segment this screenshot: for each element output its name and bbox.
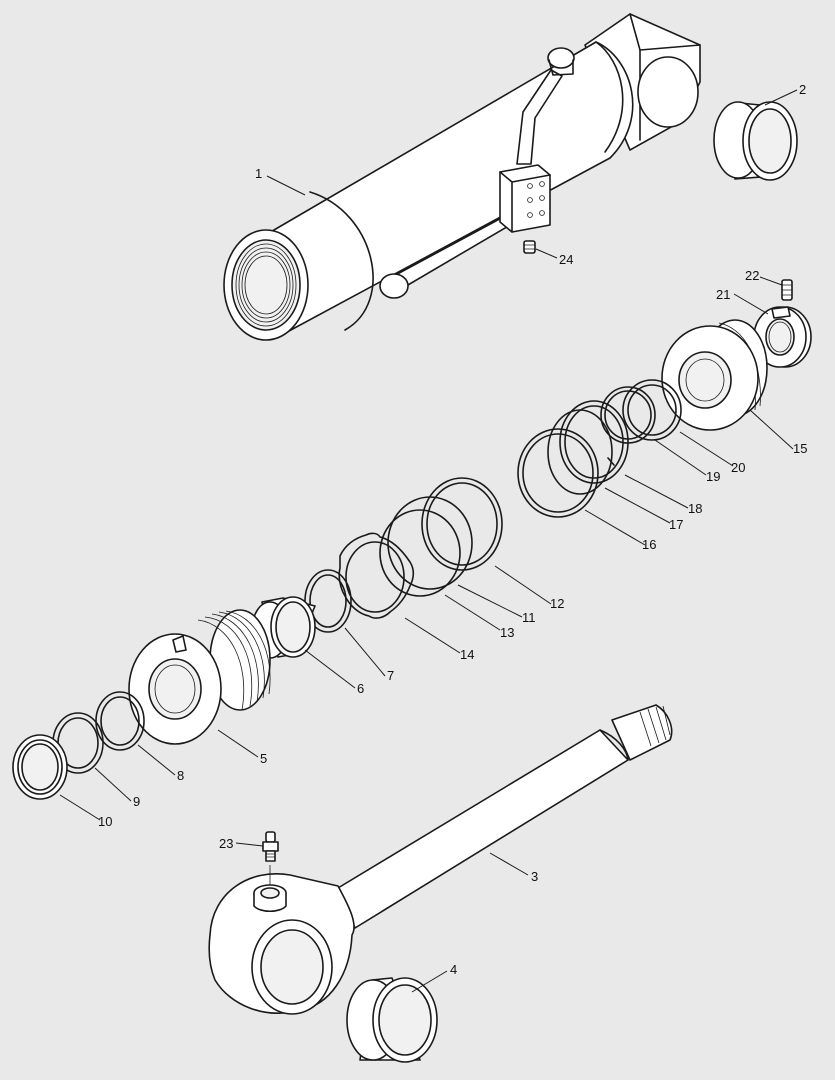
- callout-14: 14: [460, 647, 474, 662]
- callout-18: 18: [688, 501, 702, 516]
- part-seal-18: [559, 400, 629, 484]
- callout-6: 6: [357, 681, 364, 696]
- callout-labels: 1 2 3 4 5 6 7 8 9 10 11 12 13 14 15 16 1…: [98, 82, 807, 977]
- callout-7: 7: [387, 668, 394, 683]
- callout-4: 4: [450, 962, 457, 977]
- callout-16: 16: [642, 537, 656, 552]
- part-seal-20: [622, 379, 682, 441]
- callout-1: 1: [255, 166, 262, 181]
- callout-2: 2: [799, 82, 806, 97]
- callout-9: 9: [133, 794, 140, 809]
- part-seal-12: [421, 477, 503, 571]
- callout-8: 8: [177, 768, 184, 783]
- part-seal-11: [387, 496, 473, 590]
- callout-20: 20: [731, 460, 745, 475]
- part-gland-head: [128, 609, 271, 745]
- callout-3: 3: [531, 869, 538, 884]
- callout-21: 21: [716, 287, 730, 302]
- callout-23: 23: [219, 836, 233, 851]
- leader-lines: [59, 89, 798, 993]
- callout-17: 17: [669, 517, 683, 532]
- callout-13: 13: [500, 625, 514, 640]
- callout-24: 24: [559, 252, 573, 267]
- callout-12: 12: [550, 596, 564, 611]
- callout-19: 19: [706, 469, 720, 484]
- part-wiper-10: [12, 734, 68, 800]
- part-cylinder-barrel: [223, 13, 701, 341]
- part-seal-17: [547, 409, 615, 495]
- part-piston: [661, 319, 768, 431]
- part-piston-rod: [208, 704, 673, 1015]
- callout-22: 22: [745, 268, 759, 283]
- part-plug: [523, 240, 536, 254]
- callout-5: 5: [260, 751, 267, 766]
- part-bushing-rod-eye: [346, 977, 438, 1063]
- callout-10: 10: [98, 814, 112, 829]
- part-bushing-rear: [713, 101, 798, 181]
- callout-15: 15: [793, 441, 807, 456]
- part-set-screw: [781, 279, 793, 301]
- part-seal-13: [379, 509, 461, 597]
- callout-11: 11: [522, 610, 536, 625]
- part-seal-16: [517, 428, 599, 518]
- part-lock-nut: [753, 306, 812, 368]
- part-backup-ring-14: [338, 532, 415, 619]
- part-grease-fitting: [262, 831, 279, 862]
